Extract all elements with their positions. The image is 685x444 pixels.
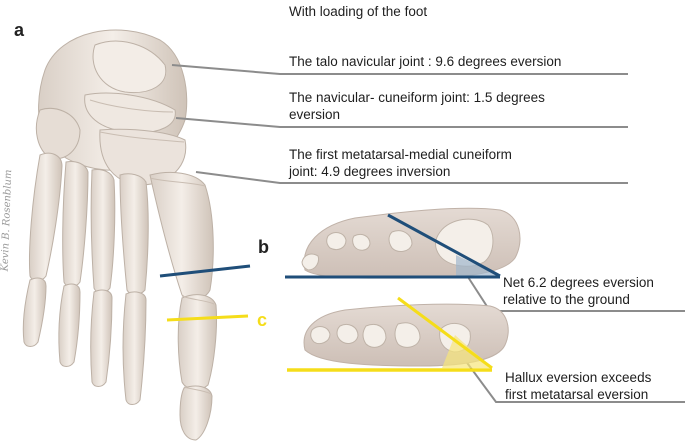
section-c-bone-1 bbox=[310, 326, 331, 345]
section-c-bone-2 bbox=[336, 323, 359, 344]
section-b-first-mt-head bbox=[435, 218, 494, 267]
section-c-bone-4 bbox=[394, 322, 421, 348]
hallux-proximal-phalanx bbox=[177, 294, 218, 390]
second-metatarsal bbox=[119, 173, 149, 295]
cuneiforms bbox=[99, 128, 187, 186]
leader-first-mt bbox=[195, 171, 628, 184]
navicular bbox=[84, 92, 176, 134]
panel-label-c: c bbox=[257, 310, 268, 330]
hallux-distal-phalanx bbox=[179, 385, 213, 441]
fourth-metatarsal bbox=[62, 161, 89, 287]
third-toe bbox=[90, 289, 113, 387]
leader-navicular-cuneiform bbox=[175, 117, 628, 128]
section-c-bone-3 bbox=[362, 324, 387, 348]
second-toe bbox=[122, 291, 147, 405]
annotation-net-1: Net 6.2 degrees eversion bbox=[503, 275, 654, 290]
fifth-toe bbox=[22, 277, 47, 347]
axis-c-foot bbox=[166, 314, 249, 322]
annotation-talonavicular: The talo navicular joint : 9.6 degrees e… bbox=[289, 54, 562, 69]
section-b-bone-1 bbox=[301, 253, 319, 271]
cuboid bbox=[35, 107, 81, 160]
annotation-hallux-1: Hallux eversion exceeds bbox=[505, 370, 652, 385]
annotation-net-2: relative to the ground bbox=[503, 292, 630, 307]
fourth-toe bbox=[58, 283, 81, 367]
panel-label-a: a bbox=[14, 20, 25, 40]
leader-talonavicular bbox=[171, 64, 628, 75]
section-b-tilt-axis bbox=[387, 213, 501, 278]
cross-section-c bbox=[287, 296, 509, 372]
annotation-first-mt-1: The first metatarsal-medial cuneiform bbox=[289, 147, 512, 162]
annotation-first-mt-2: joint: 4.9 degrees inversion bbox=[289, 164, 451, 179]
section-b-bone-3 bbox=[352, 233, 371, 251]
third-metatarsal bbox=[90, 169, 116, 293]
foot-skeleton bbox=[22, 29, 218, 441]
panel-label-b: b bbox=[258, 237, 269, 257]
figure-title: With loading of the foot bbox=[289, 4, 428, 19]
section-b-bone-2 bbox=[326, 232, 347, 251]
talus-head bbox=[92, 40, 167, 94]
axis-b-foot bbox=[159, 264, 251, 278]
fifth-metatarsal bbox=[28, 152, 63, 281]
leader-hallux bbox=[464, 359, 685, 403]
section-c-tilt-axis bbox=[397, 296, 493, 370]
annotation-navicular-cuneiform-1: The navicular- cuneiform joint: 1.5 degr… bbox=[289, 90, 545, 105]
first-metatarsal bbox=[149, 172, 214, 300]
annotation-navicular-cuneiform-2: eversion bbox=[289, 107, 341, 122]
cross-section-b bbox=[285, 207, 521, 279]
section-b-bone-4 bbox=[388, 230, 413, 252]
annotation-hallux-2: first metatarsal eversion bbox=[505, 387, 649, 402]
joint-shading bbox=[89, 99, 215, 395]
